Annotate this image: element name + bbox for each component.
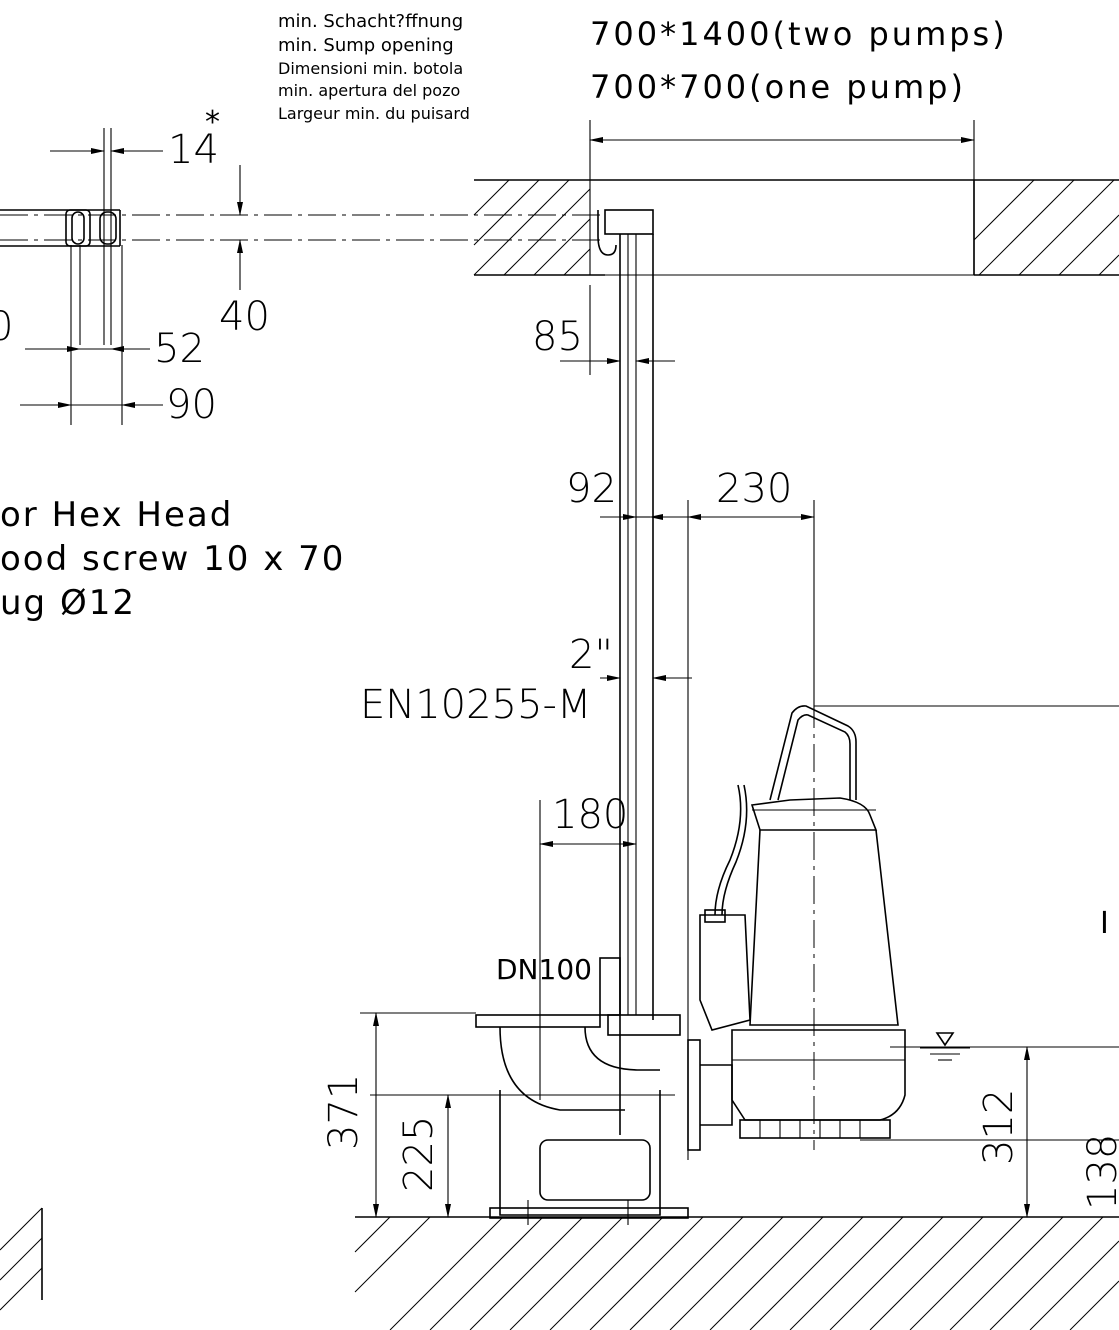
dim-180: 180 <box>552 792 628 838</box>
right-edge-mark: I <box>1100 906 1109 941</box>
sump-label-de: min. Schacht?ffnung <box>278 11 463 32</box>
dim-cut-0: 0 <box>0 304 13 350</box>
dim-52: 52 <box>154 326 205 372</box>
dim-90: 90 <box>166 382 217 428</box>
sump-floor <box>0 1207 1119 1330</box>
sump-label-it: Dimensioni min. botola <box>278 59 463 78</box>
dn-label: DN100 <box>496 953 592 986</box>
dim-371: 371 <box>321 1074 367 1150</box>
height-dimensions <box>360 1012 1119 1218</box>
dim-138: 138 <box>1080 1134 1119 1210</box>
dim-14: 14 <box>168 127 219 173</box>
sump-size-one-pump: 700*700(one pump) <box>590 68 966 106</box>
dim-40: 40 <box>219 294 270 340</box>
pump-unit <box>687 700 1119 1151</box>
duckfoot-bend <box>370 957 689 1225</box>
guide-bracket-detail <box>0 128 600 425</box>
legend-hex-head: or Hex Head <box>0 495 233 535</box>
dim-2-inch: 2" <box>569 632 613 678</box>
dim-312: 312 <box>976 1089 1022 1165</box>
legend-wood-screw: ood screw 10 x 70 <box>0 539 345 579</box>
sump-label-fr: Largeur min. du puisard <box>278 104 470 123</box>
dim-225: 225 <box>396 1116 442 1192</box>
dim-92: 92 <box>566 466 617 512</box>
pipe-standard: EN10255-M <box>360 682 591 728</box>
sump-size-two-pumps: 700*1400(two pumps) <box>590 15 1008 53</box>
dim-85: 85 <box>532 314 583 360</box>
sump-opening-labels: min. Schacht?ffnung min. Sump opening Di… <box>278 11 470 123</box>
legend-plug: ug Ø12 <box>0 583 136 623</box>
sump-label-en: min. Sump opening <box>278 35 454 56</box>
sump-label-es: min. apertura del pozo <box>278 81 460 100</box>
cover-slab <box>473 179 1119 276</box>
dim-230: 230 <box>716 466 792 512</box>
footnote-star: * <box>205 105 220 140</box>
sump-opening-dimension <box>589 120 975 275</box>
